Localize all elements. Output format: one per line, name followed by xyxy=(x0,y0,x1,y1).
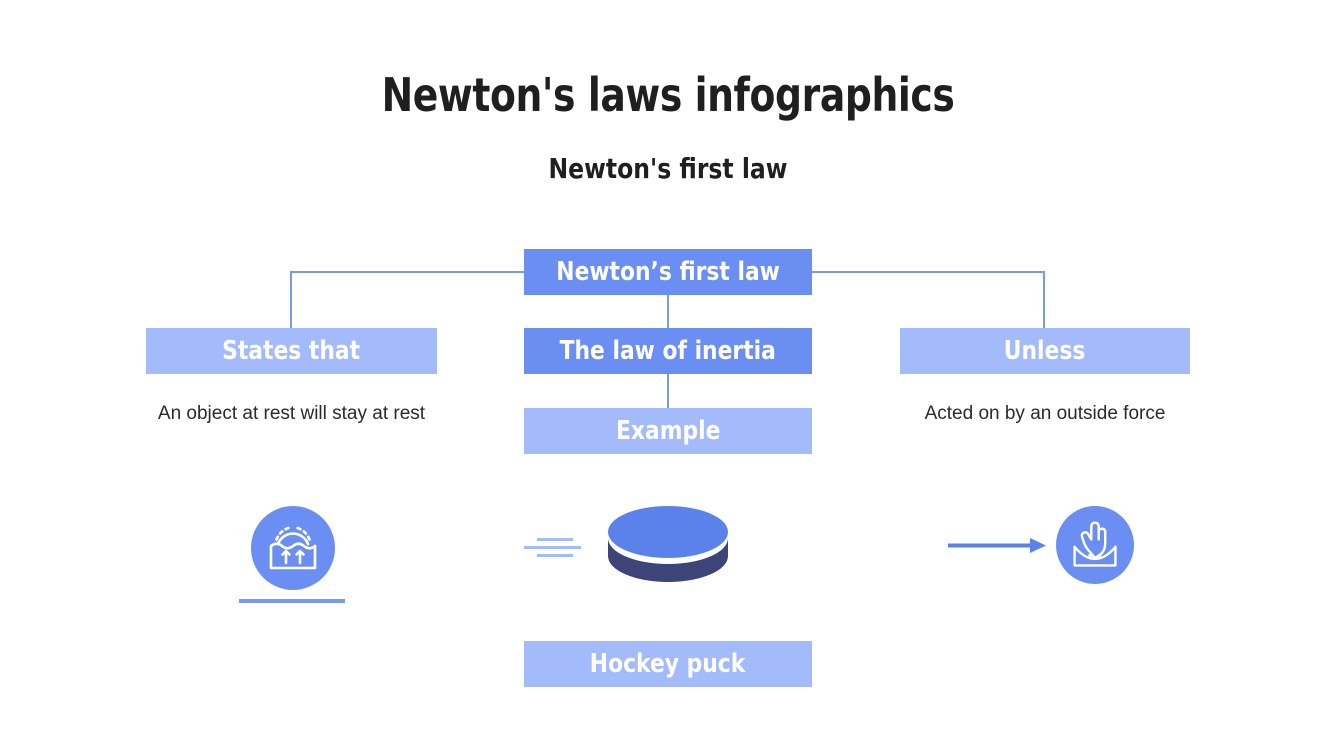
hockey-puck-icon xyxy=(605,506,731,595)
force-arrow-icon xyxy=(948,536,1048,561)
motion-line-top xyxy=(537,538,573,541)
node-example-label: Example xyxy=(615,416,721,446)
ground-line xyxy=(239,599,345,603)
connector-root-to-right-vertical xyxy=(1043,271,1045,329)
node-newtons-first-law-label: Newton’s first law xyxy=(556,257,780,287)
node-states-that-label: States that xyxy=(222,336,361,366)
page-subtitle: Newton's first law xyxy=(548,152,788,185)
node-law-of-inertia-label: The law of inertia xyxy=(559,336,777,366)
node-hockey-puck-label: Hockey puck xyxy=(590,649,746,679)
page-title: Newton's laws infographics xyxy=(381,68,955,122)
connector-root-to-right-horizontal xyxy=(812,271,1045,273)
node-states-that[interactable]: States that xyxy=(146,328,437,374)
node-unless[interactable]: Unless xyxy=(900,328,1190,374)
node-unless-label: Unless xyxy=(1004,336,1086,366)
motion-line-bottom xyxy=(537,554,573,557)
connector-inertia-to-example xyxy=(667,374,669,409)
motion-line-middle xyxy=(524,546,581,549)
buoyancy-circle-icon xyxy=(251,506,335,595)
node-newtons-first-law[interactable]: Newton’s first law xyxy=(524,249,812,295)
connector-root-to-left-horizontal xyxy=(290,271,524,273)
pressing-hand-circle-icon xyxy=(1056,506,1134,589)
connector-root-to-left-vertical xyxy=(290,271,292,329)
node-hockey-puck[interactable]: Hockey puck xyxy=(524,641,812,687)
connector-root-to-inertia xyxy=(667,294,669,329)
caption-unless: Acted on by an outside force xyxy=(924,403,1166,424)
caption-states-that: An object at rest will stay at rest xyxy=(157,403,426,424)
node-law-of-inertia[interactable]: The law of inertia xyxy=(524,328,812,374)
node-example[interactable]: Example xyxy=(524,408,812,454)
